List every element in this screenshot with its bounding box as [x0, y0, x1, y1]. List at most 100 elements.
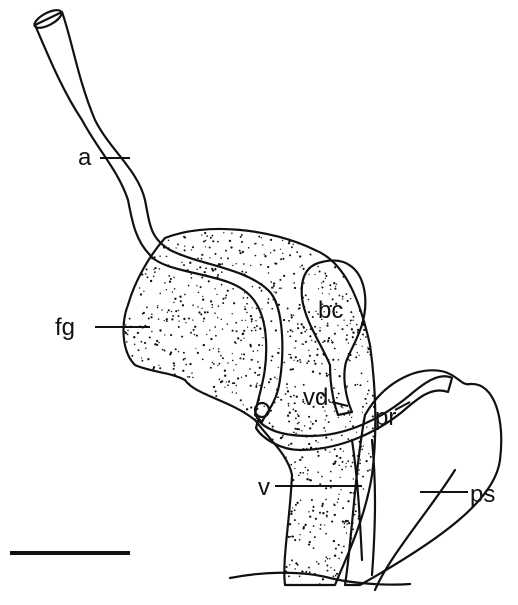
stipple-dot — [309, 541, 311, 543]
stipple-dot — [334, 504, 336, 506]
stipple-dot — [252, 286, 253, 287]
stipple-dot — [316, 354, 318, 356]
stipple-dot — [308, 443, 310, 445]
stipple-dot — [214, 326, 216, 328]
stipple-dot — [241, 354, 242, 355]
stipple-dot — [306, 329, 308, 331]
female-gland-outline — [124, 229, 376, 585]
stipple-dot — [127, 330, 129, 332]
stipple-dot — [303, 268, 305, 270]
label-v: v — [258, 474, 270, 501]
stipple-dot — [347, 300, 349, 302]
stipple-dot — [312, 316, 314, 318]
stipple-dot — [270, 252, 271, 253]
stipple-dot — [288, 444, 290, 446]
stipple-dot — [301, 343, 303, 345]
stipple-dot — [190, 274, 191, 275]
stipple-dot — [317, 471, 319, 473]
stipple-dot — [245, 271, 247, 273]
stipple-dot — [305, 294, 307, 296]
stipple-dot — [243, 353, 245, 355]
stipple-dot — [326, 514, 328, 516]
stipple-dot — [318, 563, 320, 565]
stipple-dot — [268, 298, 270, 300]
stipple-dot — [241, 241, 243, 243]
stipple-dot — [197, 306, 198, 307]
stipple-dot — [333, 387, 335, 389]
stipple-dot — [295, 504, 297, 506]
stipple-dot — [201, 258, 203, 260]
stipple-dot — [283, 362, 285, 364]
stipple-dot — [129, 318, 131, 320]
stipple-dot — [204, 271, 206, 273]
stipple-dot — [317, 451, 319, 453]
stipple-dot — [290, 536, 292, 538]
stipple-dot — [306, 362, 308, 364]
stipple-dot — [202, 359, 204, 361]
stipple-dot — [323, 427, 325, 429]
stipple-dot — [334, 555, 336, 557]
stipple-dot — [236, 392, 238, 394]
label-a: a — [78, 144, 92, 171]
stipple-dot — [185, 364, 187, 366]
stipple-dot — [183, 358, 184, 359]
stipple-dot — [291, 559, 293, 561]
stipple-dot — [241, 271, 243, 273]
stipple-dot — [350, 298, 351, 299]
stipple-dot — [355, 510, 357, 512]
stipple-dot — [244, 292, 245, 293]
stipple-dot — [218, 348, 220, 350]
stipple-dot — [352, 462, 354, 464]
stipple-dot — [182, 370, 184, 372]
stipple-dot — [264, 255, 266, 257]
stipple-dot — [173, 368, 175, 370]
stipple-dot — [290, 443, 292, 445]
stipple-dot — [236, 330, 238, 332]
stipple-dot — [191, 249, 192, 250]
stipple-dot — [209, 257, 210, 258]
stipple-dot — [261, 290, 263, 292]
stipple-dot — [210, 367, 212, 369]
stipple-dot — [363, 445, 364, 446]
stipple-dot — [215, 390, 217, 392]
stipple-dot — [237, 377, 239, 379]
stipple-dot — [270, 239, 272, 241]
label-fg: fg — [55, 314, 75, 341]
stipple-dot — [348, 522, 350, 524]
stipple-dot — [179, 296, 181, 298]
stipple-dot — [134, 344, 136, 346]
stipple-dot — [220, 257, 222, 259]
stipple-dot — [241, 234, 243, 236]
stipple-dot — [243, 404, 244, 405]
stipple-dot — [168, 275, 170, 277]
stipple-dot — [162, 349, 164, 351]
stipple-dot — [346, 523, 348, 525]
stipple-dot — [292, 244, 293, 245]
stipple-dot — [221, 380, 223, 382]
stipple-dot — [273, 282, 275, 284]
stipple-dot — [175, 247, 176, 248]
stipple-dot — [290, 329, 292, 331]
stipple-dot — [329, 451, 330, 452]
stipple-dot — [367, 470, 369, 472]
stipple-dot — [329, 284, 331, 286]
stipple-dot — [360, 459, 361, 460]
stipple-dot — [141, 360, 143, 362]
stipple-dot — [290, 354, 292, 356]
stipple-dot — [334, 348, 336, 350]
stipple-dot — [372, 435, 374, 437]
stipple-dot — [299, 307, 301, 309]
stipple-dot — [321, 363, 322, 364]
stipple-dot — [342, 461, 344, 463]
stipple-dot — [295, 356, 297, 358]
stipple-dot — [290, 314, 292, 316]
stipple-dot — [370, 456, 372, 458]
stipple-dot — [327, 570, 329, 572]
stipple-dot — [224, 370, 226, 372]
stipple-dot — [243, 411, 245, 413]
stipple-dot — [154, 267, 156, 269]
stipple-dot — [294, 468, 295, 469]
stipple-dot — [333, 576, 335, 578]
duct-loop — [255, 403, 269, 417]
stipple-dot — [283, 319, 285, 321]
